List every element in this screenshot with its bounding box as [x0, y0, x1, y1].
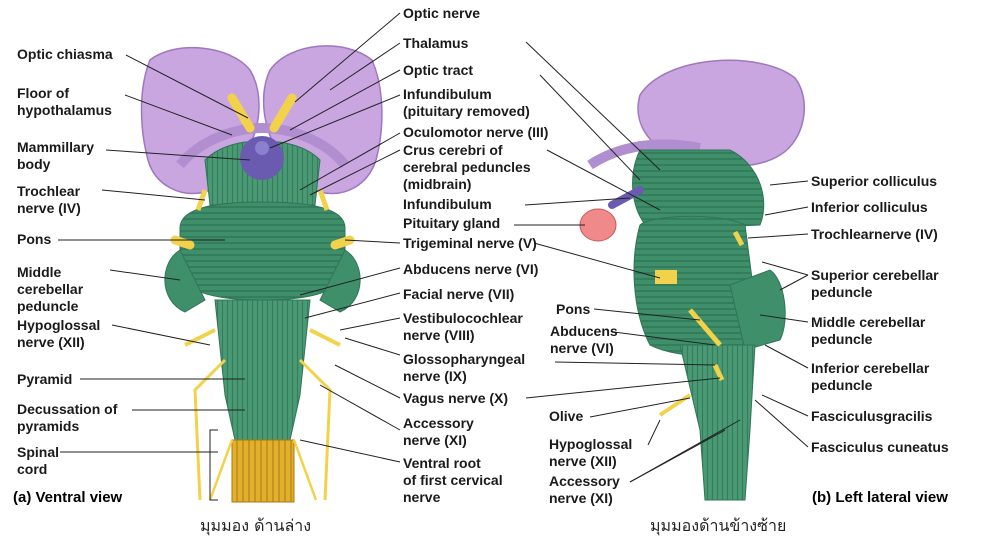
label-abducens-nerve-lateral: Abducens nerve (VI) — [550, 323, 618, 356]
label-vagus-nerve: Vagus nerve (X) — [403, 390, 509, 406]
label-spinal-cord: Spinal cord — [17, 444, 60, 477]
label-accessory-nerve-ventral: Accessory nerve (XI) — [403, 415, 474, 448]
label-inferior-cerebellar-peduncle: Inferior cerebellar peduncle — [811, 360, 930, 393]
label-superior-cerebellar-peduncle: Superior cerebellar peduncle — [811, 267, 939, 300]
caption-lateral-view: (b) Left lateral view — [812, 489, 948, 506]
label-middle-cerebellar-ventral: Middle cerebellar peduncle — [17, 264, 84, 314]
label-trochlear-nerve-ventral: Trochlear nerve (IV) — [17, 183, 81, 216]
label-trigeminal-nerve: Trigeminal nerve (V) — [403, 235, 537, 251]
label-pyramid: Pyramid — [17, 371, 73, 387]
label-hypoglossal-ventral: Hypoglossal nerve (XII) — [17, 317, 101, 350]
label-inferior-colliculus: Inferior colliculus — [811, 199, 928, 215]
label-fasciculus-gracilis: Fasciculusgracilis — [811, 408, 933, 424]
label-optic-chiasma: Optic chiasma — [17, 46, 113, 62]
caption-ventral-view: (a) Ventral view — [13, 489, 123, 506]
lateral-view-drawing — [579, 59, 806, 501]
label-pons-ventral: Pons — [17, 231, 52, 247]
label-middle-cerebellar-lateral: Middle cerebellar peduncle — [811, 314, 926, 347]
label-facial-nerve: Facial nerve (VII) — [403, 286, 515, 302]
label-decussation-pyramids: Decussation of pyramids — [17, 401, 118, 434]
leader-lines — [58, 12, 809, 501]
label-superior-colliculus: Superior colliculus — [811, 173, 938, 189]
label-infundibulum-pituitary-removed: Infundibulum (pituitary removed) — [403, 86, 530, 119]
label-optic-tract: Optic tract — [403, 62, 474, 78]
label-thalamus: Thalamus — [403, 35, 469, 51]
label-olive: Olive — [549, 408, 584, 424]
label-optic-nerve: Optic nerve — [403, 5, 481, 21]
label-trochlear-nerve-lateral: Trochlearnerve (IV) — [811, 226, 938, 242]
caption-thai-ventral: มุมมอง ด้านล่าง — [200, 516, 312, 535]
label-pons-lateral: Pons — [556, 301, 591, 317]
label-fasciculus-cuneatus: Fasciculus cuneatus — [811, 439, 949, 455]
label-accessory-nerve-lateral: Accessory nerve (XI) — [549, 473, 620, 506]
label-oculomotor-nerve: Oculomotor nerve (III) — [403, 124, 549, 140]
label-infundibulum: Infundibulum — [403, 196, 492, 212]
label-floor-hypothalamus: Floor of hypothalamus — [17, 85, 112, 118]
caption-thai-lateral: มุมมองด้านข้างซ้าย — [650, 516, 787, 535]
label-mammillary-body: Mammillary body — [17, 139, 95, 172]
label-abducens-nerve-ventral: Abducens nerve (VI) — [403, 261, 539, 277]
label-hypoglossal-lateral: Hypoglossal nerve (XII) — [549, 436, 633, 469]
label-glossopharyngeal-nerve: Glossopharyngeal nerve (IX) — [403, 351, 526, 384]
label-pituitary-gland: Pituitary gland — [403, 215, 501, 231]
label-crus-cerebri: Crus cerebri of cerebral peduncles (midb… — [403, 142, 531, 192]
label-vestibulocochlear-nerve: Vestibulocochlear nerve (VIII) — [403, 310, 523, 343]
label-ventral-root-cervical: Ventral root of first cervical nerve — [403, 455, 503, 505]
ventral-view-drawing — [140, 45, 383, 503]
